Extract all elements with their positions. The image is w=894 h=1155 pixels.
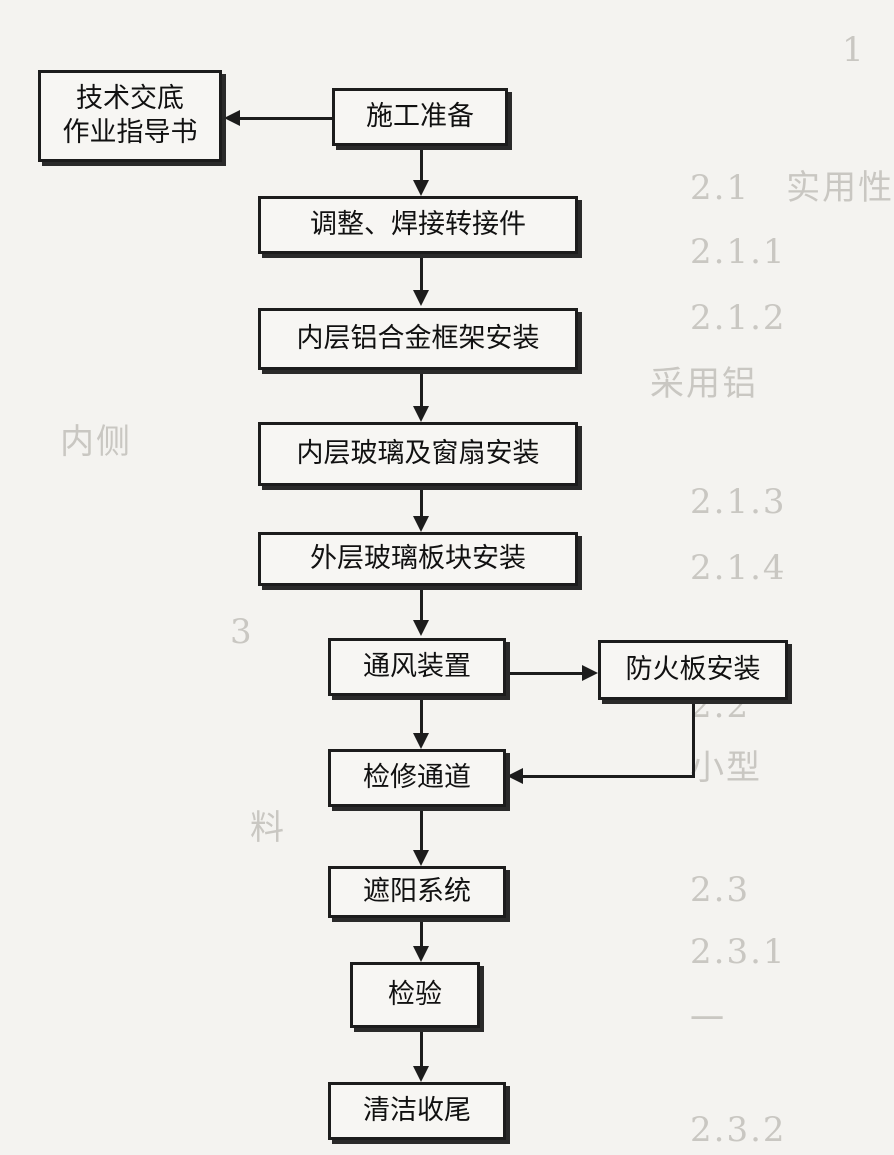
- bg-line-1: 2.1 实用性: [690, 168, 894, 208]
- bg-line-6: 2.1.3: [690, 482, 787, 522]
- node-jishu-jiaodi: 技术交底 作业指导书: [38, 70, 222, 162]
- arrowhead-left-icon: [224, 110, 240, 126]
- connector-zheyang-jianyan: [420, 918, 423, 948]
- connector-fanghuo-left: [522, 775, 695, 778]
- flowchart-canvas: 1 2.1 实用性 2.1.1 2.1.2 采用铝 内侧 2.1.3 2.1.4…: [38, 30, 892, 1150]
- connector-jianxiu-zheyang: [420, 808, 423, 852]
- node-waiceng-boli: 外层玻璃板块安装: [258, 532, 578, 586]
- bg-line-12: 2.3: [690, 870, 751, 910]
- connector-neiboli-waiboli: [420, 488, 423, 518]
- node-fanghuo-anzhuang: 防火板安装: [598, 640, 788, 700]
- arrowhead-down-icon: [413, 850, 429, 866]
- node-neiceng-kuangjia: 内层铝合金框架安装: [258, 308, 578, 370]
- bg-line-15: 2.3.2: [690, 1110, 787, 1150]
- bg-line-13: 2.3.1: [690, 932, 787, 972]
- arrowhead-down-icon: [413, 516, 429, 532]
- arrowhead-down-icon: [413, 733, 429, 749]
- bg-line-4: 采用铝: [650, 364, 758, 404]
- bg-top-mark: 1: [842, 30, 866, 70]
- connector-jianyan-qingjie: [420, 1028, 423, 1068]
- bg-line-3: 2.1.2: [690, 298, 823, 338]
- connector-waiboli-tongfeng: [420, 586, 423, 622]
- arrowhead-down-icon: [413, 1066, 429, 1082]
- connector-tiaozheng-kuangjia: [420, 254, 423, 292]
- connector-tongfeng-jianxiu: [420, 697, 423, 735]
- connector-fanghuo-down: [692, 700, 695, 777]
- node-tongfeng-zhuangzhi: 通风装置: [328, 638, 506, 696]
- node-qingjie-shouwei: 清洁收尾: [328, 1082, 506, 1140]
- connector-kuangjia-neiboli: [420, 372, 423, 408]
- connector-shigong-jishu: [236, 117, 332, 120]
- arrowhead-left-icon: [507, 768, 523, 784]
- node-neiceng-boli: 内层玻璃及窗扇安装: [258, 422, 578, 486]
- node-zheyang-xitong: 遮阳系统: [328, 866, 506, 918]
- arrowhead-down-icon: [413, 946, 429, 962]
- arrowhead-down-icon: [413, 290, 429, 306]
- node-jianyan: 检验: [350, 962, 480, 1028]
- bg-line-10: 小型: [690, 748, 762, 788]
- bg-line-7: 2.1.4: [690, 548, 787, 588]
- arrowhead-down-icon: [413, 620, 429, 636]
- bg-line-14: 一: [690, 1000, 726, 1040]
- bg-line-5: 内侧: [60, 422, 132, 462]
- bg-line-8: 3: [230, 612, 254, 652]
- arrowhead-down-icon: [413, 180, 429, 196]
- bg-line-11: 料: [250, 808, 286, 848]
- arrowhead-right-icon: [582, 665, 598, 681]
- arrowhead-down-icon: [413, 406, 429, 422]
- connector-tongfeng-fanghuo: [506, 672, 584, 675]
- node-tiaozheng-hanjie: 调整、焊接转接件: [258, 196, 578, 254]
- node-shigong-zhunbei: 施工准备: [332, 88, 508, 146]
- connector-shigong-tiaozheng: [420, 148, 423, 180]
- node-jianxiu-tongdao: 检修通道: [328, 749, 506, 807]
- bg-line-2: 2.1.1: [690, 232, 823, 272]
